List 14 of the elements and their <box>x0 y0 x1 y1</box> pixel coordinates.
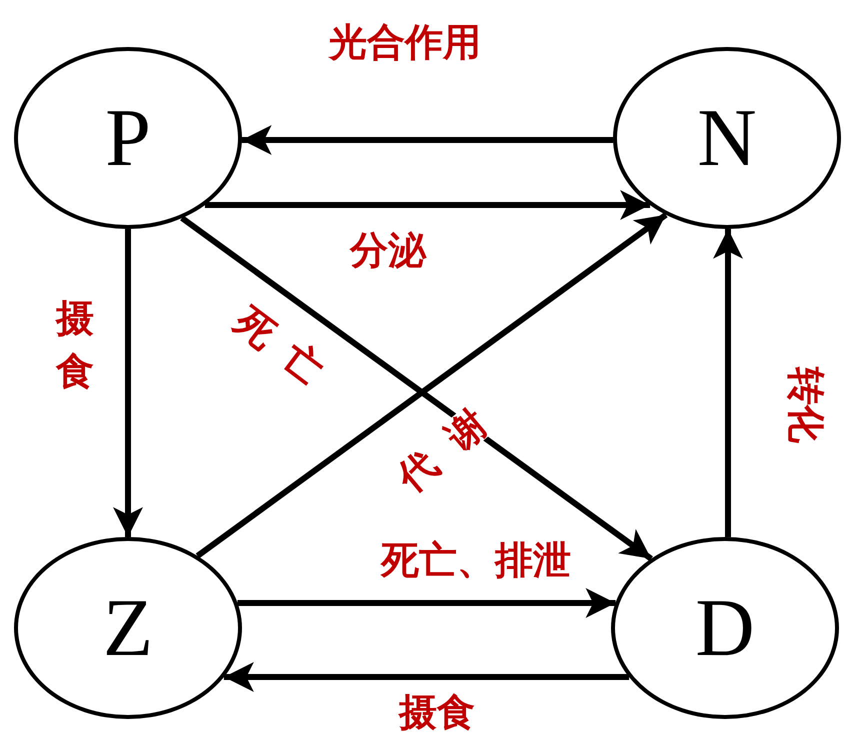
ellipse-node: P <box>14 47 242 229</box>
arrow <box>242 125 614 155</box>
edge-label: 转化 <box>787 367 825 443</box>
arrow <box>238 588 616 618</box>
edge-label: 摄食 <box>399 693 475 731</box>
arrow <box>113 228 143 538</box>
arrow <box>713 228 743 538</box>
ellipse-node: Z <box>14 537 242 719</box>
ellipse-node: N <box>613 47 841 229</box>
arrow <box>204 190 650 220</box>
ellipse-node: D <box>611 537 839 719</box>
edge-label: 分泌 <box>350 231 426 269</box>
arrow <box>224 662 630 692</box>
edge-label: 死亡、排泄 <box>381 541 571 579</box>
